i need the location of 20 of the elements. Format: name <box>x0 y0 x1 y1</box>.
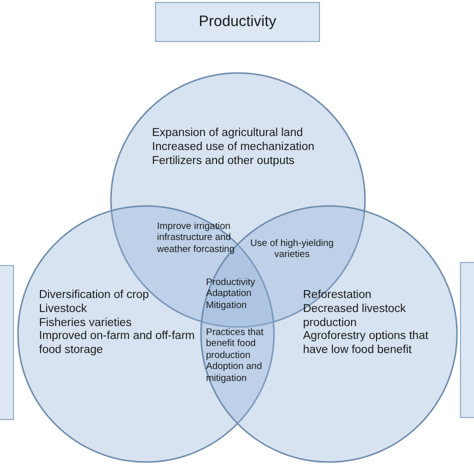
overlap-text: Use of high-yielding varieties <box>250 238 334 261</box>
overlap-text: Adoption and mitigation <box>206 361 263 384</box>
side-box <box>0 265 14 420</box>
circle-text: Livestock <box>39 302 87 317</box>
overlap-text: Practices that benefit food production <box>206 327 265 362</box>
title-box <box>155 2 320 42</box>
circle-text: Diversification of crop <box>39 289 149 303</box>
circle-text: Expansion of agricultural land <box>152 127 303 141</box>
circle-text: Fisheries varieties <box>39 316 132 330</box>
circle-text: Fertilizers and other outputs <box>152 154 295 168</box>
overlap-text: Productivity <box>206 277 256 288</box>
circle-text: Decreased livestock production <box>303 302 407 330</box>
circle-text: Increased use of mechanization <box>152 140 314 155</box>
circle-text: Reforestation <box>303 289 372 303</box>
overlap-text: Improve irrigation infrastructure and weather forcasting <box>157 221 236 256</box>
side-box <box>460 262 474 418</box>
title-text: Productivity <box>198 13 276 31</box>
overlap-text: Adaptation <box>206 288 252 300</box>
circle-text: Agroforestry options that have low food benefit <box>303 330 430 358</box>
overlap-text: Mitigation <box>206 300 247 312</box>
